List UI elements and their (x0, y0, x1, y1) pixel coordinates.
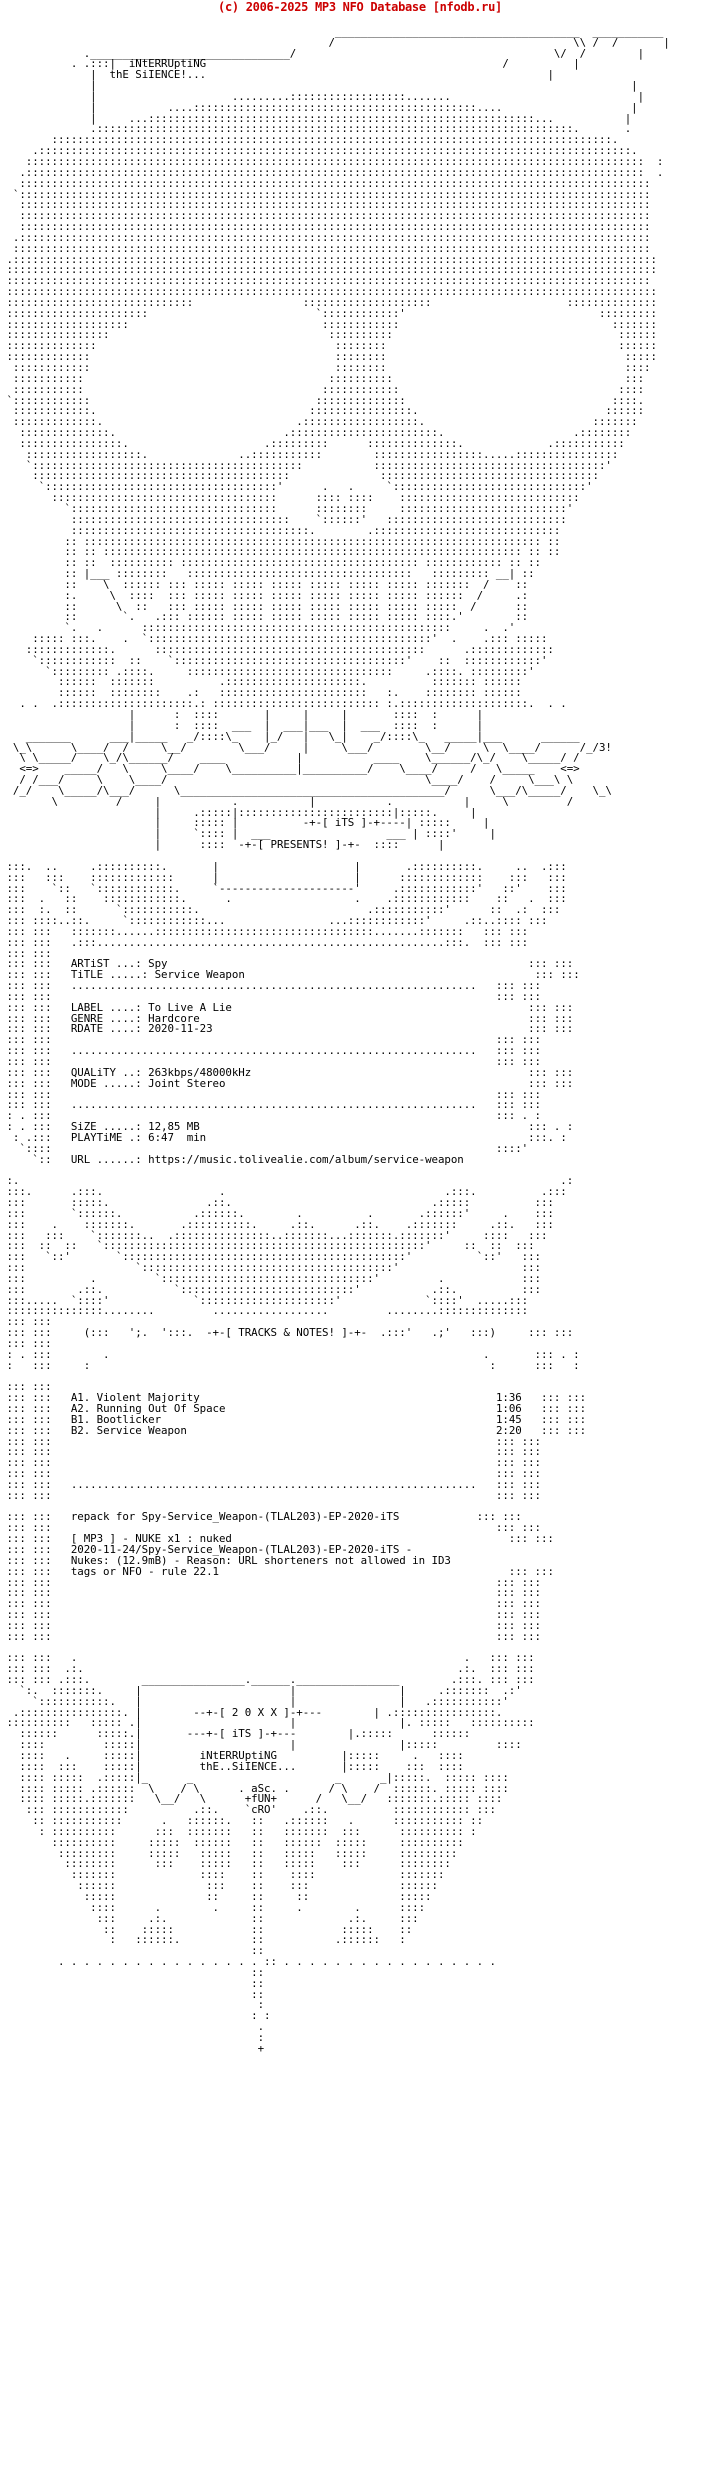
credit-line1: . aSc. . (238, 1781, 290, 1795)
footer-group-line2: thE..SiIENCE... (199, 1759, 297, 1773)
artist-value: Spy (148, 957, 168, 971)
release-info-block: :::. .. .::::::::::. | | .::::::::::. ..… (6, 859, 580, 1166)
rdate-value: 2020-11-23 (148, 1022, 213, 1036)
artist-label: ARTiST ...: (70, 957, 142, 971)
genre-value: Hardcore (148, 1011, 200, 1025)
track-duration: 1:36 (495, 1391, 522, 1405)
track-position: B1. (70, 1412, 91, 1426)
playtime-label: PLAYTiME .: (70, 1130, 142, 1144)
track-name: Running Out Of Space (96, 1402, 226, 1415)
title-value: Service Weapon (154, 968, 245, 982)
track-duration: 1:06 (495, 1402, 522, 1415)
credit-line3: `cRO' (244, 1803, 277, 1817)
track-duration: 1:45 (495, 1412, 522, 1426)
credit-line2: +fUN+ (244, 1792, 277, 1806)
nuke-note-line2: 2020-11-24/Spy-Service_Weapon-(TLAL203)-… (70, 1542, 413, 1556)
rdate-label: RDATE ....: (70, 1022, 142, 1036)
mode-value: Joint Stereo (148, 1076, 226, 1090)
title-label: TiTLE .....: (70, 968, 149, 982)
nuke-note-line4: tags or NFO - rule 22.1 (70, 1564, 219, 1578)
presents-line: -+-[ PRESENTS! ]-+- (238, 838, 361, 852)
repack-note: repack for Spy-Service_Weapon-(TLAL203)-… (70, 1510, 400, 1524)
track-name: Violent Majority (96, 1391, 200, 1405)
url-label: URL ......: (70, 1152, 142, 1166)
genre-label: GENRE ....: (70, 1011, 142, 1025)
nfodb-banner: (c) 2006-2025 MP3 NFO Database [nfodb.ru… (218, 0, 502, 14)
quality-label: QUALiTY ..: (70, 1065, 142, 1079)
footer-year: --+-[ 2 0 X X ]-+--- (193, 1705, 323, 1719)
label-label: LABEL ....: (70, 1000, 142, 1014)
label-value: To Live A Lie (148, 1000, 232, 1014)
footer-group-tag: ---+-[ iTS ]-+--- (186, 1727, 297, 1741)
footer-art: ::: ::: . . ::: ::: ::: ::: .:. .:. ::: … (6, 1651, 535, 2055)
release-url[interactable]: https://music.tolivealie.com/album/servi… (148, 1152, 464, 1166)
tracklist: ::: ::: ::: ::: A1. Violent Majority 1:3… (6, 1380, 587, 1502)
track-position: A2. (70, 1402, 91, 1415)
group-name-line2: thE SiIENCE!... (109, 68, 207, 82)
track-duration: 2:20 (495, 1423, 522, 1437)
mode-label: MODE .....: (70, 1076, 142, 1090)
tracks-notes-header: -+-[ TRACKS & NOTES! ]-+- (206, 1326, 368, 1340)
notes-block: ::: ::: repack for Spy-Service_Weapon-(T… (6, 1510, 554, 1643)
tracks-divider-art: :. .: :::. .:::. . .:::. .::: ::: :::::. (6, 1174, 580, 1372)
nuke-note-line1: [ MP3 ] - NUKE x1 : nuked (70, 1532, 232, 1546)
presents-tag: -+-[ iTS ]-+---- (302, 816, 406, 830)
footer-group-line1: iNtERRUptiNG (199, 1749, 277, 1762)
track-name: Bootlicker (96, 1412, 162, 1426)
nfo-ascii-art: ______________________________________ _… (0, 16, 720, 2055)
quality-value: 263kbps/48000kHz (148, 1065, 252, 1079)
group-name-line1: iNtERRUptiNG (128, 57, 207, 71)
size-value: 12,85 MB (148, 1120, 200, 1134)
playtime-value: 6:47 min (148, 1130, 207, 1144)
nuke-note-line3: Nukes: (12.9mB) - Reason: URL shorteners… (70, 1553, 451, 1567)
track-name: Service Weapon (96, 1423, 187, 1437)
track-position: A1. (70, 1391, 91, 1405)
track-position: B2. (70, 1423, 91, 1437)
skull-header-art: ______________________________________ _… (6, 24, 670, 852)
size-label: SiZE .....: (70, 1120, 142, 1134)
